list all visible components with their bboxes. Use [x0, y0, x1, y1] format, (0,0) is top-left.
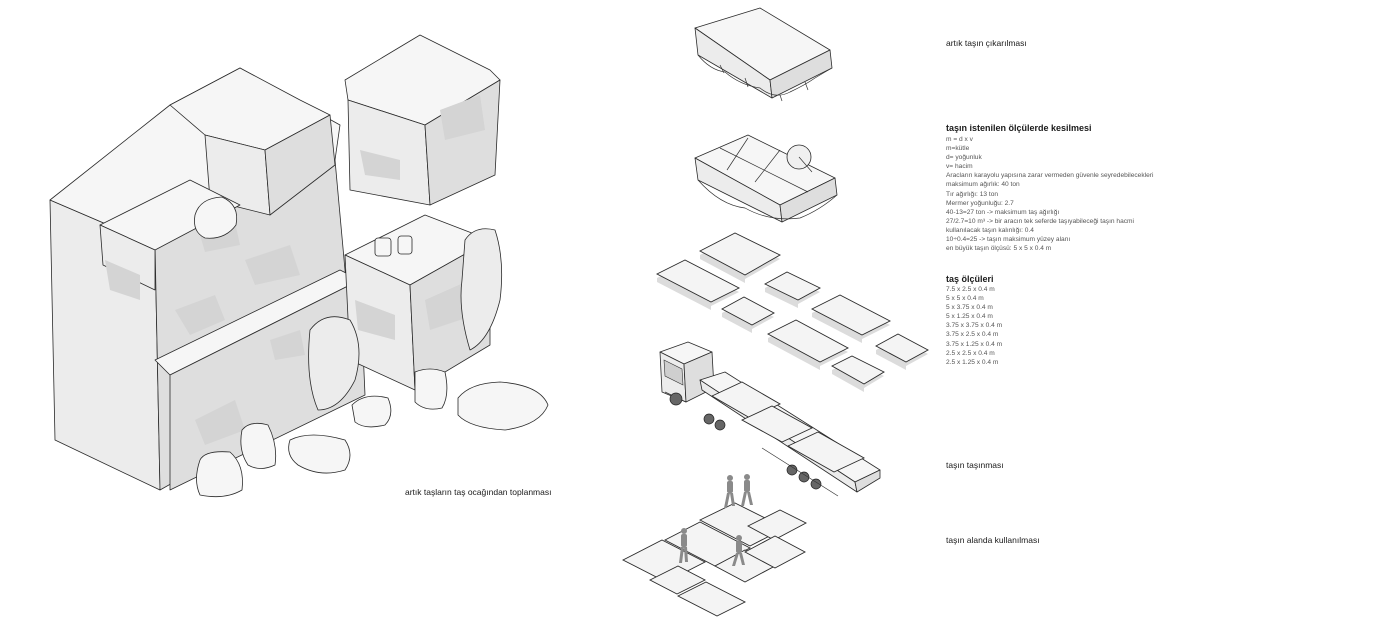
- cutting-line: Tır ağırlığı: 13 ton: [946, 190, 999, 198]
- cutting-title: taşın istenilen ölçülerde kesilmesi: [946, 123, 1092, 133]
- extraction-label: artık taşın çıkarılması: [946, 38, 1027, 48]
- on-site-illustration: [622, 474, 807, 617]
- cutting-line: 10÷0.4=25 -> taşın maksimum yüzey alanı: [946, 236, 1071, 244]
- cutting-line: m=kütle: [946, 145, 970, 153]
- size-item: 3.75 x 3.75 x 0.4 m: [946, 322, 1003, 330]
- size-item: 2.5 x 1.25 x 0.4 m: [946, 358, 999, 366]
- on-site-use-label: taşın alanda kullanılması: [946, 535, 1040, 545]
- cutting-line: Mermer yoğunluğu: 2.7: [946, 199, 1014, 207]
- cutting-calculation: m = d x v m=kütle d= yoğunluk v= hacim A…: [946, 135, 1153, 253]
- cutting-illustration: [694, 134, 838, 223]
- quarry-block-illustration: [49, 34, 549, 498]
- cutting-line: d= yoğunluk: [946, 154, 982, 162]
- stone-slabs-illustration: [656, 232, 929, 392]
- quarry-collection-label: artık taşların taş ocağından toplanması: [405, 487, 552, 497]
- size-item: 2.5 x 2.5 x 0.4 m: [946, 349, 995, 357]
- cutting-line: 27/2.7=10 m³ -> bir aracın tek seferde t…: [946, 217, 1135, 225]
- cutting-line: v= hacim: [946, 163, 973, 171]
- cutting-line: Aracların karayolu yapısına zarar vermed…: [946, 172, 1154, 180]
- cutting-line: 40-13=27 ton -> maksimum taş ağırlığı: [946, 208, 1060, 216]
- size-item: 5 x 3.75 x 0.4 m: [946, 304, 993, 312]
- truck-illustration: [659, 341, 881, 497]
- size-item: 7.5 x 2.5 x 0.4 m: [946, 286, 995, 293]
- size-item: 3.75 x 1.25 x 0.4 m: [946, 340, 1003, 348]
- extracted-stone-illustration: [694, 7, 833, 102]
- cutting-line: kullanılacak taşın kalınlığı: 0.4: [946, 226, 1034, 234]
- sizes-title: taş ölçüleri: [946, 274, 994, 284]
- transport-label: taşın taşınması: [946, 460, 1004, 470]
- cutting-line: m = d x v: [946, 136, 973, 143]
- cutting-line: en büyük taşın ölçüsü: 5 x 5 x 0.4 m: [946, 245, 1052, 253]
- stone-sizes-list: 7.5 x 2.5 x 0.4 m 5 x 5 x 0.4 m 5 x 3.75…: [946, 285, 1002, 367]
- size-item: 5 x 5 x 0.4 m: [946, 295, 984, 303]
- size-item: 3.75 x 2.5 x 0.4 m: [946, 331, 999, 339]
- size-item: 5 x 1.25 x 0.4 m: [946, 313, 993, 321]
- cutting-line: maksimum ağırlık: 40 ton: [946, 181, 1020, 189]
